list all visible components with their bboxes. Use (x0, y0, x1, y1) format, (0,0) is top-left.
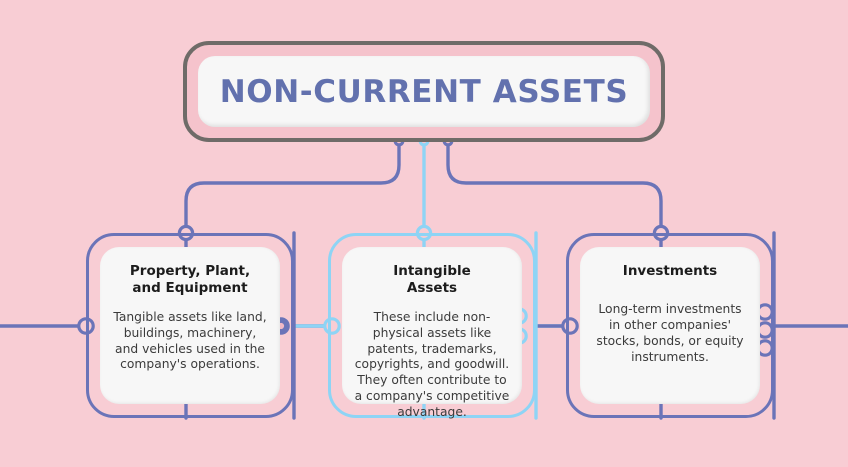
main-title-box: NON-CURRENT ASSETS (183, 41, 665, 142)
card-investments: Investments Long-term investments in oth… (566, 233, 774, 418)
junction-ring-card1 (177, 224, 195, 242)
card-title: Investments (592, 263, 748, 280)
card-title-line1: Intangible (393, 263, 471, 279)
card-title-line2: Assets (406, 280, 458, 297)
card-face: Intangible Assets These include non-phys… (342, 247, 522, 419)
card-body: Long-term investments in other companies… (596, 302, 744, 365)
card-body: Tangible assets like land, buildings, ma… (113, 309, 267, 372)
card-body: These include non-physical assets like p… (354, 309, 510, 420)
card-face: Investments Long-term investments in oth… (580, 247, 760, 404)
main-title-face: NON-CURRENT ASSETS (198, 56, 650, 127)
card-title: Intangible Assets (354, 263, 510, 298)
card-title-line1: Property, Plant, (129, 263, 251, 279)
card-face: Property, Plant, and Equipment Tangible … (100, 247, 280, 404)
wire-left-branch (184, 139, 401, 235)
junction-ring-card2 (415, 224, 433, 242)
card-title-line1: Investments (622, 263, 718, 279)
card-title-line2: and Equipment (132, 280, 248, 297)
card-property-plant-and-equipment: Property, Plant, and Equipment Tangible … (86, 233, 294, 418)
card-title: Property, Plant, and Equipment (112, 263, 268, 298)
page-title: NON-CURRENT ASSETS (219, 73, 629, 110)
junction-ring-card3 (652, 224, 670, 242)
card-intangible-assets: Intangible Assets These include non-phys… (328, 233, 536, 419)
wire-right-branch (446, 139, 663, 235)
